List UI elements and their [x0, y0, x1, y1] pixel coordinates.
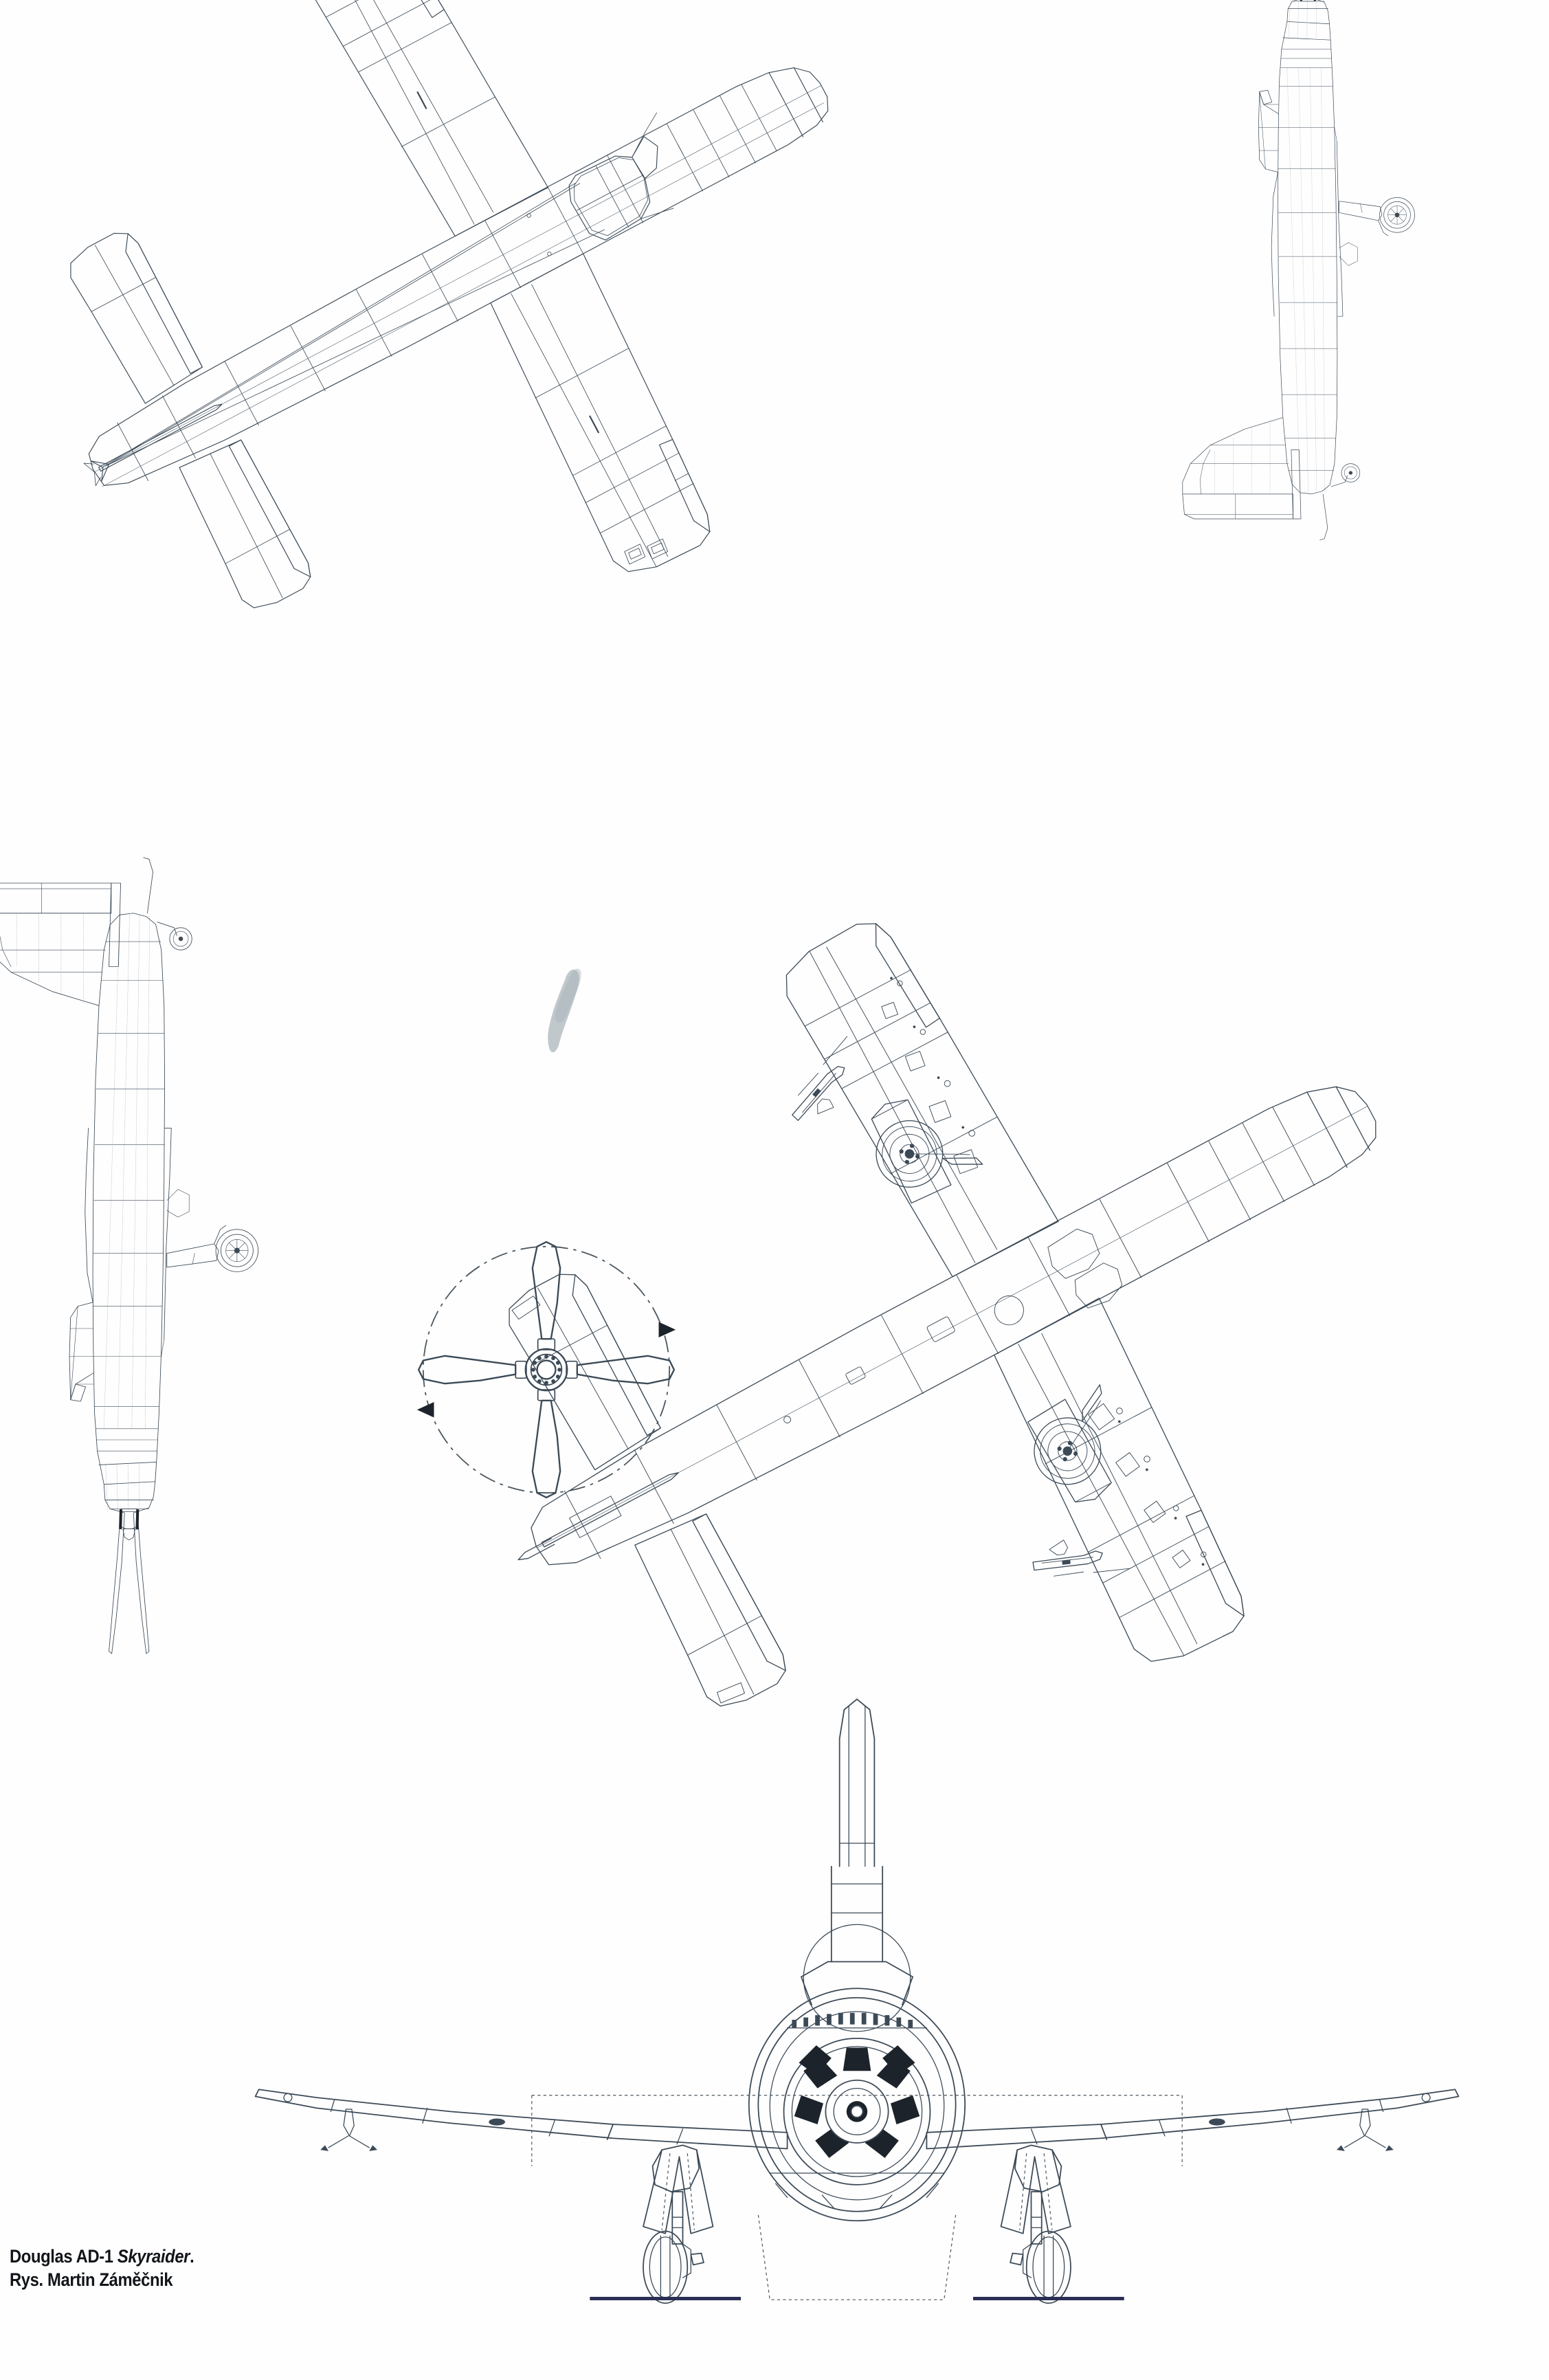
view-right-side [1182, 0, 1415, 541]
view-propeller-disc [416, 1241, 677, 1499]
view-left-side [0, 857, 259, 1654]
caption-model-name: Skyraider [117, 2246, 190, 2267]
view-bottom-plan [328, 752, 1549, 1913]
plate-caption-line2: Rys. Martin Záměčnik [10, 2269, 173, 2290]
caption-maker: Douglas AD-1 [10, 2246, 118, 2267]
plate-caption-line1: Douglas AD-1 Skyraider. [10, 2245, 194, 2268]
view-front-elevation [256, 1699, 1459, 2303]
caption-period: . [190, 2246, 194, 2267]
view-top-plan [0, 0, 986, 783]
ink-smudge-artifact [540, 968, 590, 1053]
